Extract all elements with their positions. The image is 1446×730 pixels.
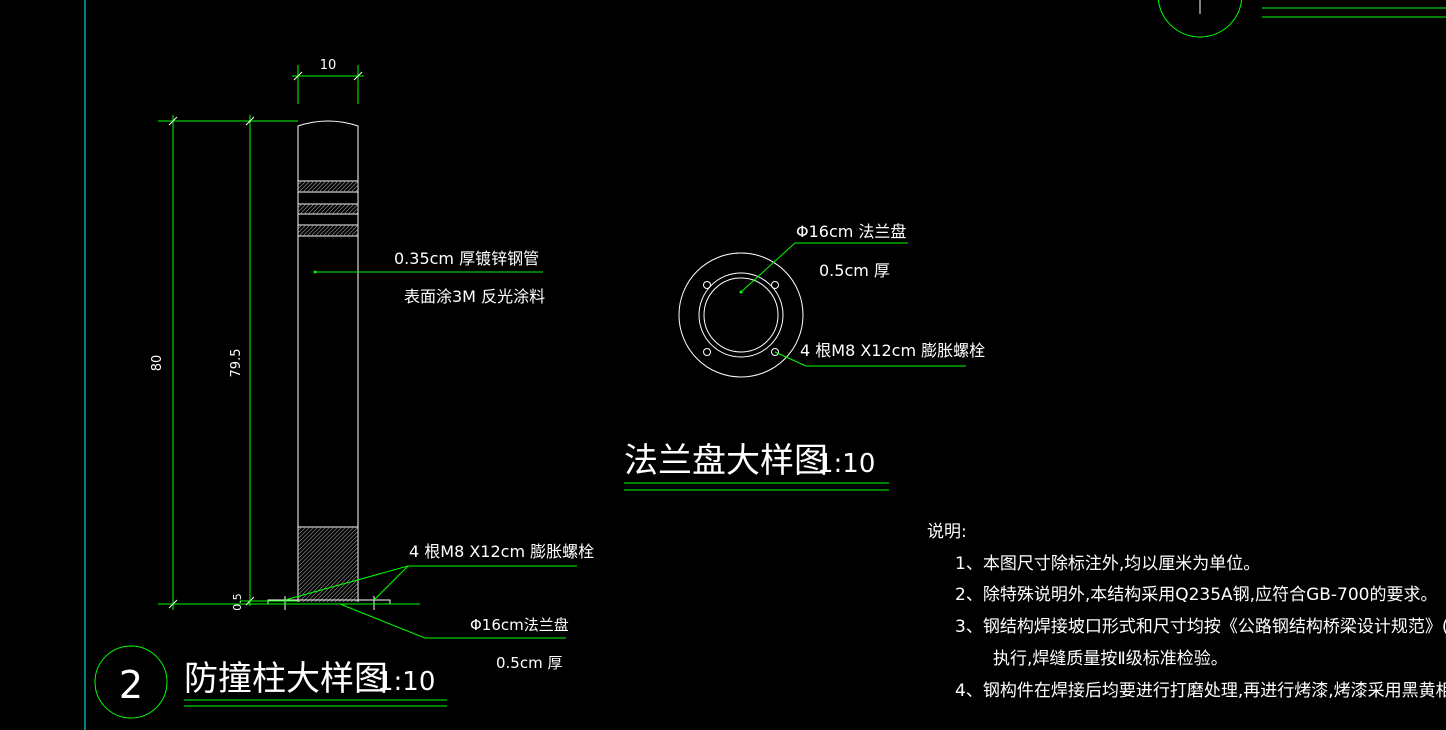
note-item-3-cont: 执行,焊缝质量按Ⅱ级标准检验。 xyxy=(993,649,1228,669)
bollard-title-block: 2 防撞柱大样图 1:10 xyxy=(94,645,447,719)
note-item-1: 1、本图尺寸除标注外,均以厘米为单位。 xyxy=(955,554,1260,574)
flange-plan-view xyxy=(678,252,804,378)
flange-title-scale: 1:10 xyxy=(817,449,875,479)
dimension-width: 10 xyxy=(292,58,364,104)
flange-label-line1: Φ16cm 法兰盘 xyxy=(796,222,906,241)
flange-leader-bolt: 4 根M8 X12cm 膨胀螺栓 xyxy=(774,341,985,367)
bollard-elevation xyxy=(248,120,420,610)
bollard-bolt-label: 4 根M8 X12cm 膨胀螺栓 xyxy=(409,542,594,561)
bollard-title: 防撞柱大样图 xyxy=(184,659,388,699)
pipe-label-line2: 表面涂3M 反光涂料 xyxy=(404,287,545,306)
bollard-flange-label1: Φ16cm法兰盘 xyxy=(470,616,569,634)
pipe-label-line1: 0.35cm 厚镀锌钢管 xyxy=(394,249,539,268)
flange-title: 法兰盘大样图 xyxy=(624,441,828,481)
dim-total-text: 80 xyxy=(150,355,165,372)
leader-flange: Φ16cm法兰盘 0.5cm 厚 xyxy=(339,603,569,672)
bollard-title-scale: 1:10 xyxy=(377,667,435,697)
note-item-3: 3、钢结构焊接坡口形式和尺寸均按《公路钢结构桥梁设计规范》(JTGD64-201 xyxy=(955,617,1446,637)
reflective-band-1 xyxy=(297,180,359,193)
bollard-title-number: 2 xyxy=(119,663,143,707)
dim-body-text: 79.5 xyxy=(229,349,244,378)
dim-width-text: 10 xyxy=(320,58,337,73)
flange-title-block: 法兰盘大样图 1:10 xyxy=(624,441,889,491)
bollard-flange-label2: 0.5cm 厚 xyxy=(496,654,562,672)
notes-block: 说明: 1、本图尺寸除标注外,均以厘米为单位。 2、除特殊说明外,本结构采用Q2… xyxy=(927,522,1446,701)
flange-leader-plate: Φ16cm 法兰盘 0.5cm 厚 xyxy=(739,222,908,294)
leader-pipe: 0.35cm 厚镀锌钢管 表面涂3M 反光涂料 xyxy=(313,249,545,306)
dim-base-text: 0.5 xyxy=(231,593,244,611)
leader-bolts: 4 根M8 X12cm 膨胀螺栓 xyxy=(284,542,594,601)
dimension-total-height: 80 xyxy=(150,115,298,610)
flange-label-line2: 0.5cm 厚 xyxy=(819,261,890,280)
bollard-base-hatch xyxy=(298,527,358,602)
notes-heading: 说明: xyxy=(927,522,967,542)
reflective-band-2 xyxy=(297,203,359,215)
dimension-body-height: 79.5 0.5 xyxy=(229,115,298,611)
reflective-band-3 xyxy=(297,224,359,237)
partial-detail-symbol xyxy=(1157,0,1446,38)
note-item-2: 2、除特殊说明外,本结构采用Q235A钢,应符合GB-700的要求。 xyxy=(955,585,1438,605)
flange-bolt-label: 4 根M8 X12cm 膨胀螺栓 xyxy=(800,341,985,360)
note-item-4: 4、钢构件在焊接后均要进行打磨处理,再进行烤漆,烤漆采用黑黄相间反光漆。 xyxy=(955,681,1446,701)
